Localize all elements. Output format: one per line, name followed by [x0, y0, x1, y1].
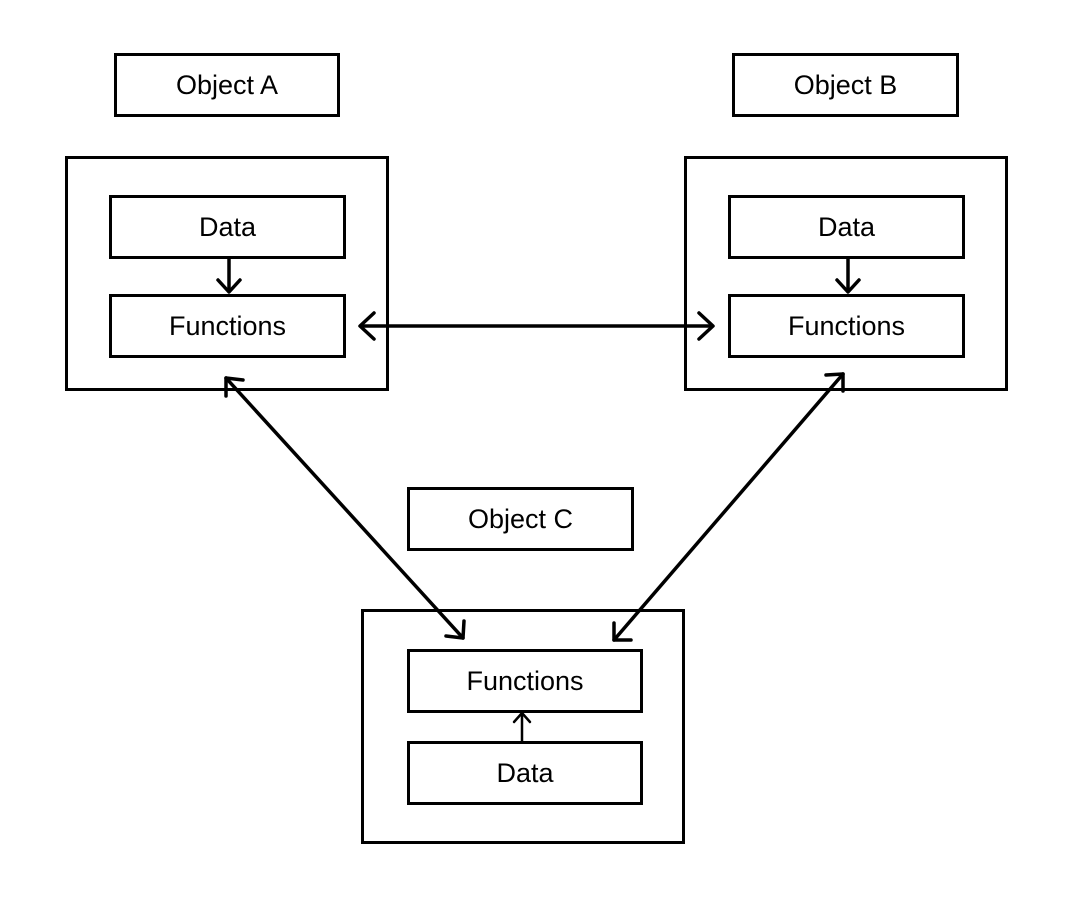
object-c-title-box: Object C: [407, 487, 634, 551]
object-c-title: Object C: [467, 503, 574, 534]
object-a-functions-label: Functions: [168, 310, 287, 341]
object-c-functions-label: Functions: [466, 665, 584, 696]
object-b-title-box: Object B: [732, 53, 959, 117]
object-c-data-box: Data: [407, 741, 643, 805]
object-a-title: Object A: [175, 69, 279, 100]
object-b-data-box: Data: [728, 195, 965, 259]
object-c-container: [361, 609, 685, 844]
object-b-functions-box: Functions: [728, 294, 965, 358]
object-b-title: Object B: [793, 69, 898, 100]
object-c-data-label: Data: [496, 757, 554, 788]
object-b-data-label: Data: [817, 211, 876, 242]
object-a-data-label: Data: [198, 211, 257, 242]
arrow-b-c-bidirectional: [612, 372, 845, 642]
object-c-functions-box: Functions: [407, 649, 643, 713]
arrow-a-b-bidirectional: [358, 311, 715, 341]
object-b-functions-label: Functions: [787, 310, 906, 341]
object-a-data-box: Data: [109, 195, 346, 259]
object-a-functions-box: Functions: [109, 294, 346, 358]
object-a-title-box: Object A: [114, 53, 340, 117]
